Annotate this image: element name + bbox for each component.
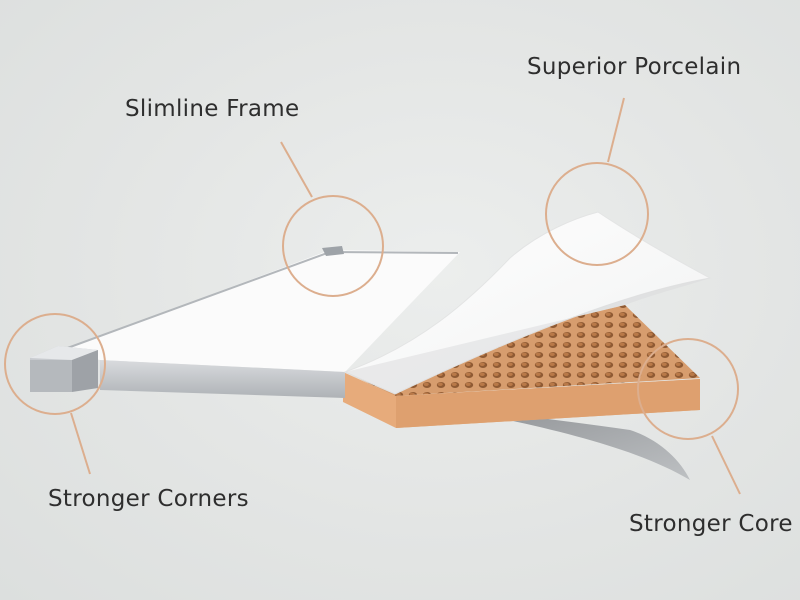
corner-bracket — [30, 346, 98, 392]
callout-slimline-frame — [280, 141, 384, 297]
superior-porcelain-label: Superior Porcelain — [527, 54, 742, 80]
tray-top-surface — [58, 250, 460, 372]
stronger-corners-label: Stronger Corners — [48, 486, 249, 512]
frame-corner-fitting — [322, 246, 344, 256]
slimline-frame-edge — [100, 360, 345, 398]
tray-shadow — [395, 395, 690, 480]
stronger-core-label: Stronger Core — [629, 511, 793, 537]
porcelain-sheet-shade — [345, 278, 710, 394]
stone-core-edge-shade — [396, 379, 700, 428]
slimline-frame-label: Slimline Frame — [125, 96, 300, 122]
callout-stronger-core — [637, 338, 741, 495]
callout-superior-porcelain — [545, 97, 649, 266]
callout-stronger-corners — [4, 313, 106, 475]
